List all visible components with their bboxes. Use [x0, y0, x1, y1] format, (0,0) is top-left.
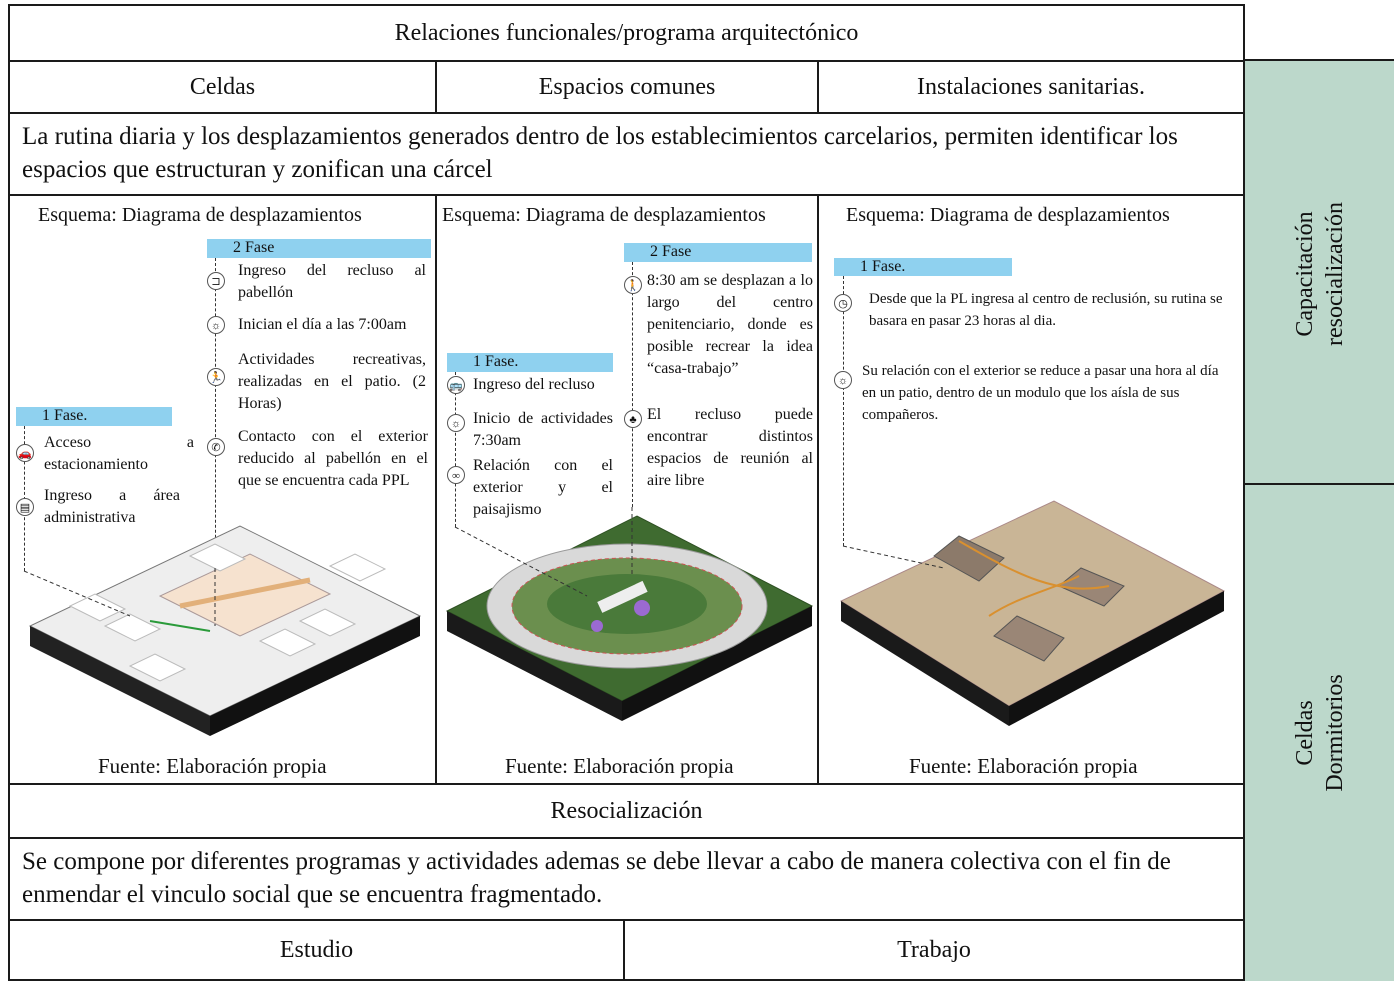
landscape-illustration [445, 507, 814, 721]
panel-source: Fuente: Elaboración propia [98, 754, 327, 778]
phase-line [455, 372, 456, 527]
side-label-line: Celdas [1291, 700, 1318, 766]
side-label-line: resocialización [1321, 202, 1348, 346]
phone-icon: ✆ [207, 438, 225, 456]
sun-icon: ☼ [447, 414, 465, 432]
runner-icon: 🏃 [207, 368, 225, 386]
phase-item: Inician el día a las 7:00am [238, 316, 407, 333]
panel-heading: Esquema: Diagrama de desplazamientos [442, 204, 766, 226]
phase-item: Su relación con el exterior se reduce a … [862, 363, 1219, 423]
panel-heading: Esquema: Diagrama de desplazamientos [38, 204, 362, 226]
site-plan-illustration [23, 525, 422, 736]
clock-icon: ◷ [834, 294, 852, 312]
resocial-title: Resocialización [8, 783, 1245, 839]
phase-line [632, 262, 633, 507]
phase-item: Ingreso del recluso [473, 376, 595, 393]
intro-paragraph: La rutina diaria y los desplazamientos g… [8, 112, 1245, 196]
phase-bar: 1 Fase. [16, 407, 172, 426]
panel-celdas: Esquema: Diagrama de desplazamientos 2 F… [8, 194, 437, 785]
side-label-celdas: Celdas Dormitorios [1245, 483, 1394, 981]
phase-bar: 1 Fase. [447, 353, 613, 372]
phase-line [215, 258, 216, 568]
phase-bar: 2 Fase [624, 243, 812, 262]
link-icon: ∞ [447, 466, 465, 484]
panel-instalaciones: Esquema: Diagrama de desplazamientos 1 F… [817, 194, 1245, 785]
table-title: Relaciones funcionales/programa arquitec… [8, 4, 1245, 62]
side-label-line: Capacitación [1291, 211, 1318, 337]
side-label-capacitacion: Capacitación resocialización [1245, 59, 1394, 489]
phase-line [843, 276, 844, 546]
module-illustration [839, 500, 1226, 726]
phase-item: Contacto con el exterior reducido al pab… [238, 428, 428, 489]
phase-item: Relación con el exterior y el paisajismo [473, 457, 613, 518]
phase-bar: 1 Fase. [834, 258, 1012, 276]
column-header-espacios-comunes: Espacios comunes [435, 60, 819, 114]
office-icon: ▤ [16, 498, 34, 516]
sun-icon: ☼ [834, 371, 852, 389]
sun-icon: ☼ [207, 316, 225, 334]
panel-heading: Esquema: Diagrama de desplazamientos [846, 204, 1170, 226]
phase-item: Ingreso del recluso al pabellón [238, 262, 426, 301]
panel-source: Fuente: Elaboración propia [909, 754, 1138, 778]
side-label-line: Dormitorios [1321, 674, 1348, 792]
phase-item: 8:30 am se desplazan a lo largo del cent… [647, 272, 813, 377]
walk-icon: 🚶 [624, 276, 642, 294]
phase-item: Desde que la PL ingresa al centro de rec… [869, 291, 1223, 329]
panel-source: Fuente: Elaboración propia [505, 754, 734, 778]
phase-item: Actividades recreativas, realizadas en e… [238, 351, 426, 412]
column-header-celdas: Celdas [8, 60, 437, 114]
phase-bar: 2 Fase [207, 239, 431, 258]
phase-item: Ingreso a área administrativa [44, 487, 180, 526]
tree-icon: ♣ [624, 410, 642, 428]
door-icon: ⊐ [207, 272, 225, 290]
car-icon: 🚗 [16, 444, 34, 462]
phase-item: Inicio de actividades 7:30am [473, 410, 613, 449]
bus-icon: 🚌 [447, 376, 465, 394]
resocial-paragraph: Se compone por diferentes programas y ac… [8, 837, 1245, 921]
phase-item: El recluso puede encontrar distintos esp… [647, 406, 813, 489]
column-header-instalaciones: Instalaciones sanitarias. [817, 60, 1245, 114]
bottom-cell-estudio: Estudio [8, 919, 625, 981]
bottom-cell-trabajo: Trabajo [623, 919, 1245, 981]
phase-item: Acceso a estacionamiento [44, 434, 194, 473]
panel-espacios-comunes: Esquema: Diagrama de desplazamientos 2 F… [435, 194, 819, 785]
